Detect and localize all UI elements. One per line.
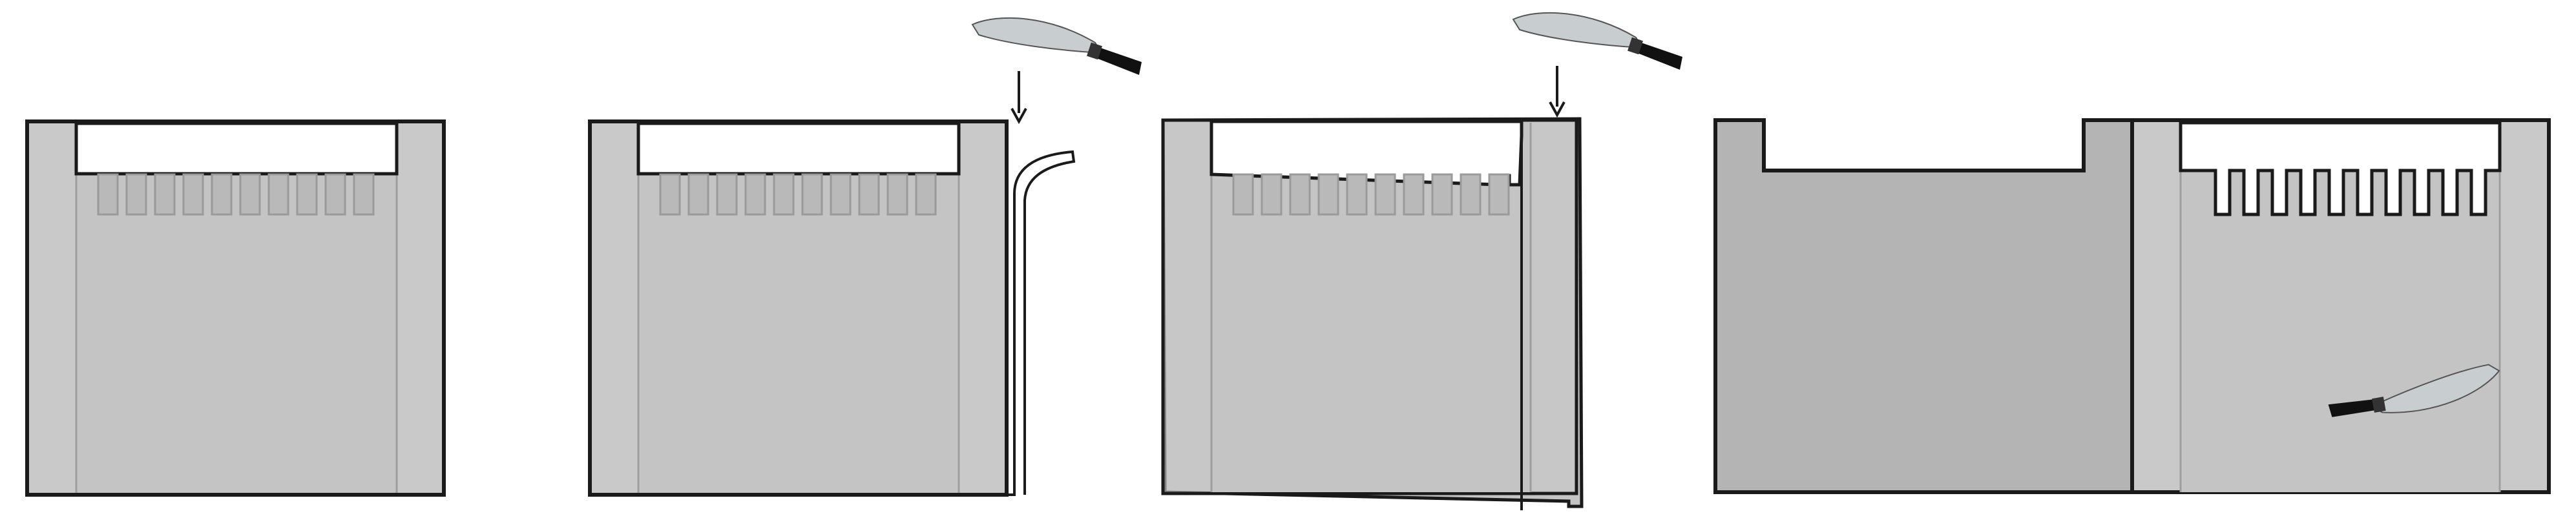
well — [886, 173, 908, 216]
well — [1289, 173, 1311, 216]
well — [1403, 173, 1425, 216]
notched-plate — [1713, 118, 2134, 494]
well — [716, 173, 738, 216]
well — [1460, 173, 1482, 216]
well — [296, 173, 318, 216]
panel-4-gel-plates — [1713, 118, 2551, 494]
well — [659, 173, 681, 216]
wells-row-3 — [1232, 173, 1510, 216]
well — [1374, 173, 1396, 216]
well — [97, 173, 119, 216]
well — [830, 173, 852, 216]
well — [353, 173, 375, 216]
well — [744, 173, 766, 216]
well — [1261, 173, 1283, 216]
down-arrow-icon — [1011, 71, 1027, 125]
knife-icon — [1513, 12, 1683, 70]
wells-row-2 — [659, 173, 937, 216]
well — [267, 173, 289, 216]
well — [125, 173, 147, 216]
comb-teeth-edge — [2179, 121, 2502, 216]
well — [182, 173, 204, 216]
peeled-spacer-strip — [1007, 150, 1076, 496]
well — [1232, 173, 1254, 216]
well — [687, 173, 709, 216]
well — [915, 173, 937, 216]
well — [1317, 173, 1339, 216]
well — [324, 173, 346, 216]
comb — [74, 121, 399, 176]
wells-row-1 — [97, 173, 375, 216]
well — [801, 173, 823, 216]
knife-icon — [972, 17, 1142, 76]
well — [1431, 173, 1453, 216]
panel-1-gel-plate — [25, 119, 446, 497]
comb — [636, 121, 961, 176]
panel-2-gel-plate — [588, 17, 1142, 497]
well — [239, 173, 261, 216]
well — [1488, 173, 1510, 216]
well — [858, 173, 880, 216]
down-arrow-icon — [1549, 66, 1565, 118]
panel-3-gel-plate — [1161, 12, 1683, 510]
well — [211, 173, 233, 216]
well — [154, 173, 176, 216]
gel-area — [76, 123, 397, 493]
gel-area — [638, 123, 959, 493]
well — [773, 173, 795, 216]
well — [1346, 173, 1368, 216]
